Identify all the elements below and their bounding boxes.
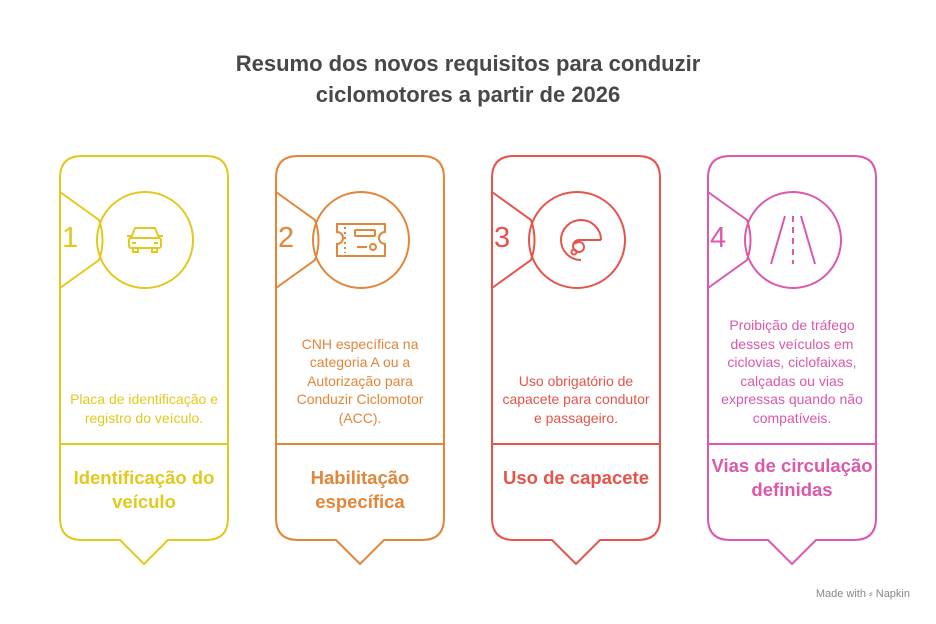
road-icon — [770, 215, 816, 265]
card-description: Placa de identificação e registro do veí… — [70, 391, 218, 426]
icon-circle — [96, 191, 194, 289]
number-tab — [707, 191, 752, 289]
card-label: Uso de capacete — [502, 467, 649, 488]
card-4: 4 Proibição de tráfego desses veículos e… — [702, 150, 882, 570]
card-1: 1 Placa de identificação e registro do v… — [54, 150, 234, 570]
card-description: Proibição de tráfego desses veículos em … — [721, 317, 863, 426]
helmet-icon — [560, 219, 602, 261]
card-label: Vias de circulação definidas — [711, 455, 873, 500]
icon-circle — [312, 191, 410, 289]
ticket-icon — [336, 223, 386, 257]
step-number: 4 — [710, 222, 727, 254]
title-line-2: ciclomotores a partir de 2026 — [315, 82, 621, 107]
card-3: 3 Uso obrigatório de capacete para condu… — [486, 150, 666, 570]
card-outline — [491, 155, 661, 566]
car-icon — [127, 227, 163, 253]
card-description: CNH específica na categoria A ou a Autor… — [296, 335, 424, 426]
page-title: Resumo dos novos requisitos para conduzi… — [0, 48, 936, 110]
footer-brand: Napkin — [875, 588, 910, 600]
step-number: 2 — [278, 222, 295, 254]
card-outline — [275, 155, 445, 566]
icon-circle — [528, 191, 626, 289]
napkin-watermark: Made with ⸗ Napkin — [816, 588, 910, 600]
card-description: Uso obrigatório de capacete para conduto… — [502, 372, 650, 426]
card-label: Identificação do veículo — [73, 467, 215, 512]
footer-text: Made with — [815, 588, 866, 600]
card-outline — [707, 155, 877, 566]
card-label: Habilitação específica — [310, 467, 410, 512]
icon-circle — [744, 191, 842, 289]
title-line-1: Resumo dos novos requisitos para conduzi… — [235, 51, 701, 76]
number-tab — [491, 191, 536, 289]
step-number: 1 — [62, 222, 79, 254]
card-2: 2 CNH específica na categoria A ou a Aut… — [270, 150, 450, 570]
number-tab — [275, 191, 320, 289]
number-tab — [59, 191, 104, 289]
card-outline — [59, 155, 229, 566]
napkin-logo-icon: ⸗ — [869, 588, 873, 600]
step-number: 3 — [494, 222, 511, 254]
